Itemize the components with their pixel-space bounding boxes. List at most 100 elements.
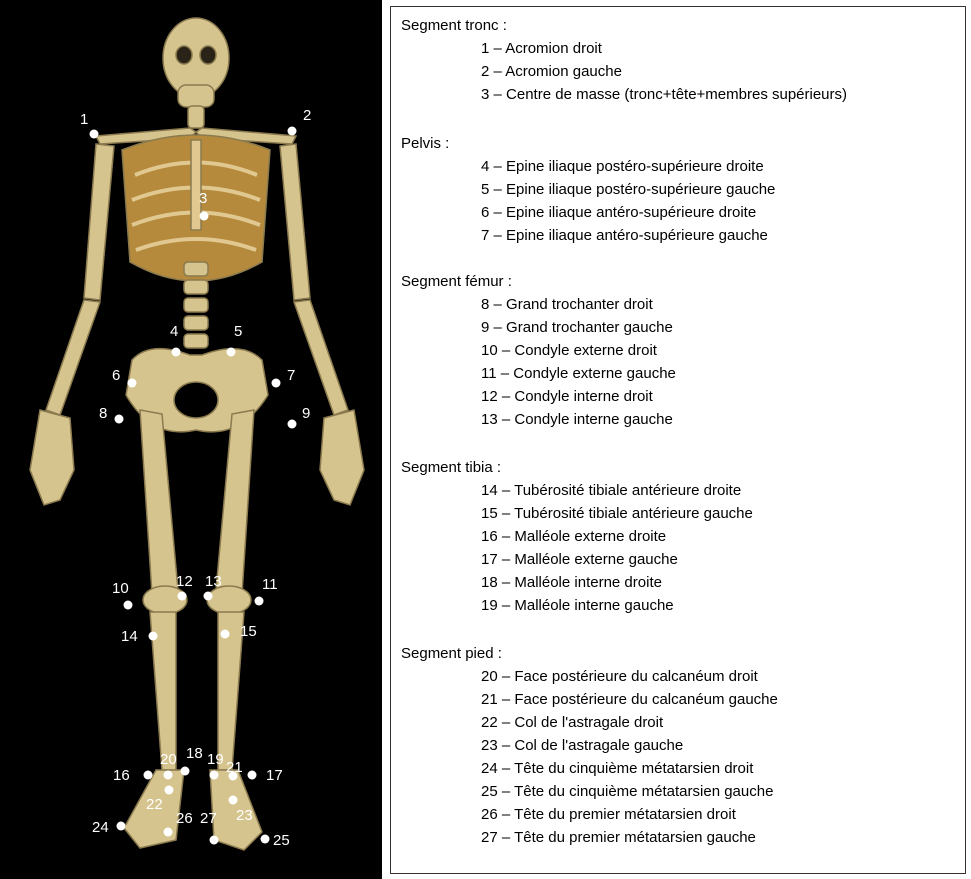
marker-label-27: 27 xyxy=(200,810,217,827)
legend-item: 8 – Grand trochanter droit xyxy=(401,293,961,316)
section-title: Segment tibia : xyxy=(401,457,961,479)
legend-item-text: Face postérieure du calcanéum gauche xyxy=(514,691,778,708)
marker-24 xyxy=(117,822,126,831)
legend-item-text: Col de l'astragale droit xyxy=(514,714,663,731)
legend-item: 17 – Malléole externe gauche xyxy=(401,548,961,571)
marker-25 xyxy=(261,835,270,844)
legend-item-number: 19 xyxy=(481,597,498,614)
legend-item-text: Tête du cinquième métatarsien droit xyxy=(514,760,753,777)
marker-18 xyxy=(181,767,190,776)
marker-legend: Segment tronc : 1 – Acromion droit 2 – A… xyxy=(390,6,966,874)
marker-4 xyxy=(172,348,181,357)
legend-item-number: 12 xyxy=(481,388,498,405)
legend-item-number: 7 xyxy=(481,227,489,244)
legend-item-text: Epine iliaque antéro-supérieure droite xyxy=(506,204,756,221)
legend-item: 25 – Tête du cinquième métatarsien gauch… xyxy=(401,780,961,803)
marker-16 xyxy=(144,771,153,780)
marker-label-1: 1 xyxy=(80,111,88,128)
legend-item-number: 20 xyxy=(481,668,498,685)
marker-label-8: 8 xyxy=(99,405,107,422)
legend-item-text: Face postérieure du calcanéum droit xyxy=(514,668,757,685)
legend-item: 2 – Acromion gauche xyxy=(401,60,961,83)
marker-label-10: 10 xyxy=(112,580,129,597)
legend-item-number: 15 xyxy=(481,505,498,522)
skeleton-bones xyxy=(30,18,364,850)
legend-item-number: 6 xyxy=(481,204,489,221)
marker-27 xyxy=(210,836,219,845)
legend-item-number: 27 xyxy=(481,829,498,846)
legend-item-text: Col de l'astragale gauche xyxy=(514,737,683,754)
legend-item: 15 – Tubérosité tibiale antérieure gauch… xyxy=(401,502,961,525)
marker-label-7: 7 xyxy=(287,367,295,384)
marker-label-15: 15 xyxy=(240,623,257,640)
legend-item: 3 – Centre de masse (tronc+tête+membres … xyxy=(401,83,961,106)
legend-item: 20 – Face postérieure du calcanéum droit xyxy=(401,665,961,688)
legend-item-number: 8 xyxy=(481,296,489,313)
marker-14 xyxy=(149,632,158,641)
marker-20 xyxy=(164,771,173,780)
legend-item-text: Tubérosité tibiale antérieure droite xyxy=(514,482,741,499)
legend-item: 22 – Col de l'astragale droit xyxy=(401,711,961,734)
marker-label-23: 23 xyxy=(236,807,253,824)
legend-item-number: 13 xyxy=(481,411,498,428)
marker-label-17: 17 xyxy=(266,767,283,784)
marker-13 xyxy=(204,592,213,601)
marker-2 xyxy=(288,127,297,136)
section-title: Segment pied : xyxy=(401,643,961,665)
marker-10 xyxy=(124,601,133,610)
legend-item-text: Malléole interne droite xyxy=(514,574,662,591)
legend-item-number: 22 xyxy=(481,714,498,731)
legend-item-number: 2 xyxy=(481,63,489,80)
marker-1 xyxy=(90,130,99,139)
legend-item-text: Tête du premier métatarsien gauche xyxy=(514,829,756,846)
legend-item-text: Grand trochanter gauche xyxy=(506,319,673,336)
marker-label-5: 5 xyxy=(234,323,242,340)
marker-label-12: 12 xyxy=(176,573,193,590)
legend-item-text: Acromion gauche xyxy=(505,63,622,80)
legend-item-number: 1 xyxy=(481,40,489,57)
legend-item: 23 – Col de l'astragale gauche xyxy=(401,734,961,757)
marker-label-13: 13 xyxy=(205,573,222,590)
legend-item-text: Grand trochanter droit xyxy=(506,296,653,313)
legend-item-number: 16 xyxy=(481,528,498,545)
legend-item-text: Epine iliaque postéro-supérieure gauche xyxy=(506,181,775,198)
section-segment-pied: Segment pied : 20 – Face postérieure du … xyxy=(401,643,961,849)
legend-item-text: Centre de masse (tronc+tête+membres supé… xyxy=(506,86,847,103)
legend-item-number: 14 xyxy=(481,482,498,499)
legend-item-number: 10 xyxy=(481,342,498,359)
marker-17 xyxy=(248,771,257,780)
legend-item-number: 3 xyxy=(481,86,489,103)
legend-item-text: Malléole externe gauche xyxy=(514,551,677,568)
legend-item-text: Tête du cinquième métatarsien gauche xyxy=(514,783,773,800)
legend-item-text: Condyle interne gauche xyxy=(514,411,672,428)
legend-item-number: 5 xyxy=(481,181,489,198)
section-segment-femur: Segment fémur : 8 – Grand trochanter dro… xyxy=(401,271,961,431)
legend-item-text: Condyle interne droit xyxy=(514,388,652,405)
legend-item-text: Tête du premier métatarsien droit xyxy=(514,806,736,823)
marker-label-16: 16 xyxy=(113,767,130,784)
marker-19 xyxy=(210,771,219,780)
legend-item-number: 21 xyxy=(481,691,498,708)
legend-item-number: 17 xyxy=(481,551,498,568)
legend-item: 10 – Condyle externe droit xyxy=(401,339,961,362)
legend-item: 11 – Condyle externe gauche xyxy=(401,362,961,385)
legend-item-number: 25 xyxy=(481,783,498,800)
section-pelvis: Pelvis : 4 – Epine iliaque postéro-supér… xyxy=(401,133,961,247)
marker-9 xyxy=(288,420,297,429)
marker-label-3: 3 xyxy=(199,190,207,207)
marker-5 xyxy=(227,348,236,357)
legend-item-text: Condyle externe droit xyxy=(514,342,657,359)
section-title: Segment fémur : xyxy=(401,271,961,293)
legend-item-text: Malléole externe droite xyxy=(514,528,666,545)
legend-item: 12 – Condyle interne droit xyxy=(401,385,961,408)
marker-3 xyxy=(200,212,209,221)
legend-item-number: 24 xyxy=(481,760,498,777)
skeleton-image: 1 2 3 4 5 6 7 8 9 10 11 12 13 14 15 16 1… xyxy=(0,0,382,879)
legend-item-number: 23 xyxy=(481,737,498,754)
legend-item: 7 – Epine iliaque antéro-supérieure gauc… xyxy=(401,224,961,247)
legend-item: 18 – Malléole interne droite xyxy=(401,571,961,594)
legend-item-text: Tubérosité tibiale antérieure gauche xyxy=(514,505,753,522)
legend-item-text: Epine iliaque antéro-supérieure gauche xyxy=(506,227,768,244)
marker-8 xyxy=(115,415,124,424)
marker-label-11: 11 xyxy=(262,576,278,593)
